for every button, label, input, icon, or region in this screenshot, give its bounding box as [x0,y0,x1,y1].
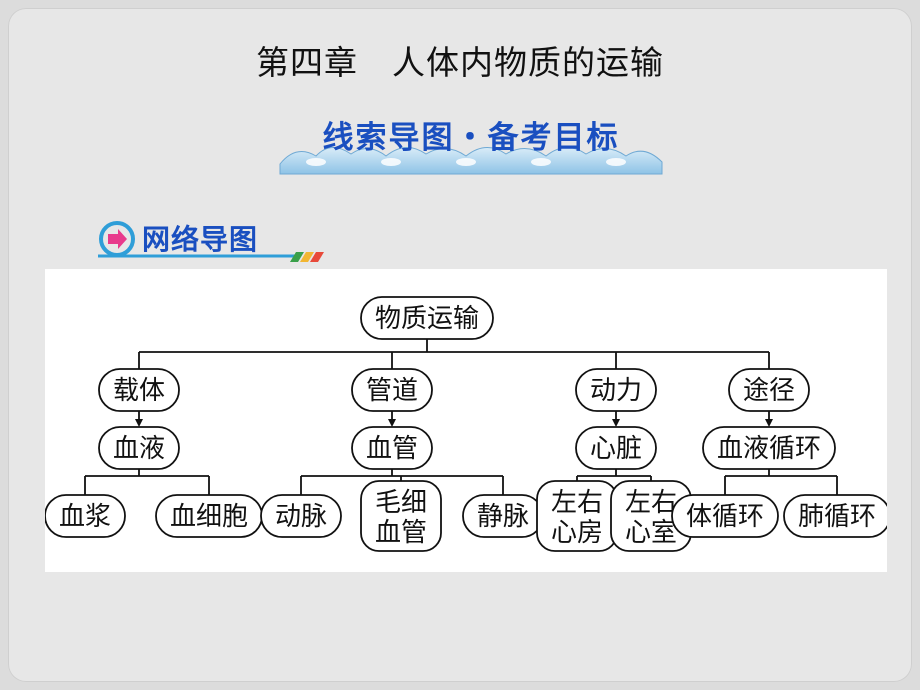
branch-arrow-1-head [388,419,396,427]
leaf-node-1-0-box [260,494,342,538]
branch-node-2-label: 动力 [590,376,642,406]
branch-node-1-label: 管道 [366,376,418,406]
branch-arrow-2-head [612,419,620,427]
branch-node-3-label: 途径 [743,376,795,406]
leaf-node-2-1-label: 左右 [625,488,677,518]
leaf-node-3-0-box [671,494,779,538]
leaf-node-1-0-label: 动脉 [275,502,327,532]
branch-node-0-label: 载体 [113,376,165,406]
leaf-node-2-1-label: 心室 [625,518,677,548]
cloud-banner-graphic [279,147,663,175]
diagram-canvas: 物质运输载体血液血浆血细胞管道血管动脉毛细血管静脉动力心脏左右心房左右心室途径血… [44,296,891,552]
slide: 第四章 人体内物质的运输 线索导图・备考目标 网络导图 [8,8,912,682]
section-label: 网络导图 [142,223,259,256]
leaf-node-3-0-label: 体循环 [686,502,764,532]
chapter-title: 第四章 人体内物质的运输 [256,43,664,82]
sub-node-2-label: 心脏 [590,434,642,464]
leaf-node-2-0-label: 左右 [551,488,603,518]
leaf-node-2-0-label: 心房 [551,518,603,548]
leaf-node-3-1-label: 肺循环 [798,502,876,532]
branch-arrow-0-head [135,419,143,427]
leaf-node-1-1-box [360,480,442,552]
leaf-node-0-0-box [44,494,126,538]
root-node-label: 物质运输 [375,304,479,334]
section-underline [98,252,324,262]
sub-node-0-label: 血液 [113,434,165,464]
sub-node-3-label: 血液循环 [717,434,821,464]
title-banner: 线索导图・备考目标 [276,104,666,178]
leaf-node-1-2-label: 静脉 [477,502,529,532]
leaf-node-0-0-label: 血浆 [59,502,111,532]
banner-title: 线索导图・备考目标 [322,120,620,156]
leaf-node-1-1-label: 血管 [375,518,427,548]
leaf-node-1-1-label: 毛细 [375,488,427,518]
branch-arrow-3-head [765,419,773,427]
section-heading: 网络导图 [96,214,336,264]
sub-node-1-label: 血管 [366,434,418,464]
leaf-node-0-1-label: 血细胞 [170,502,248,532]
network-diagram: 物质运输载体血液血浆血细胞管道血管动脉毛细血管静脉动力心脏左右心房左右心室途径血… [44,269,891,572]
